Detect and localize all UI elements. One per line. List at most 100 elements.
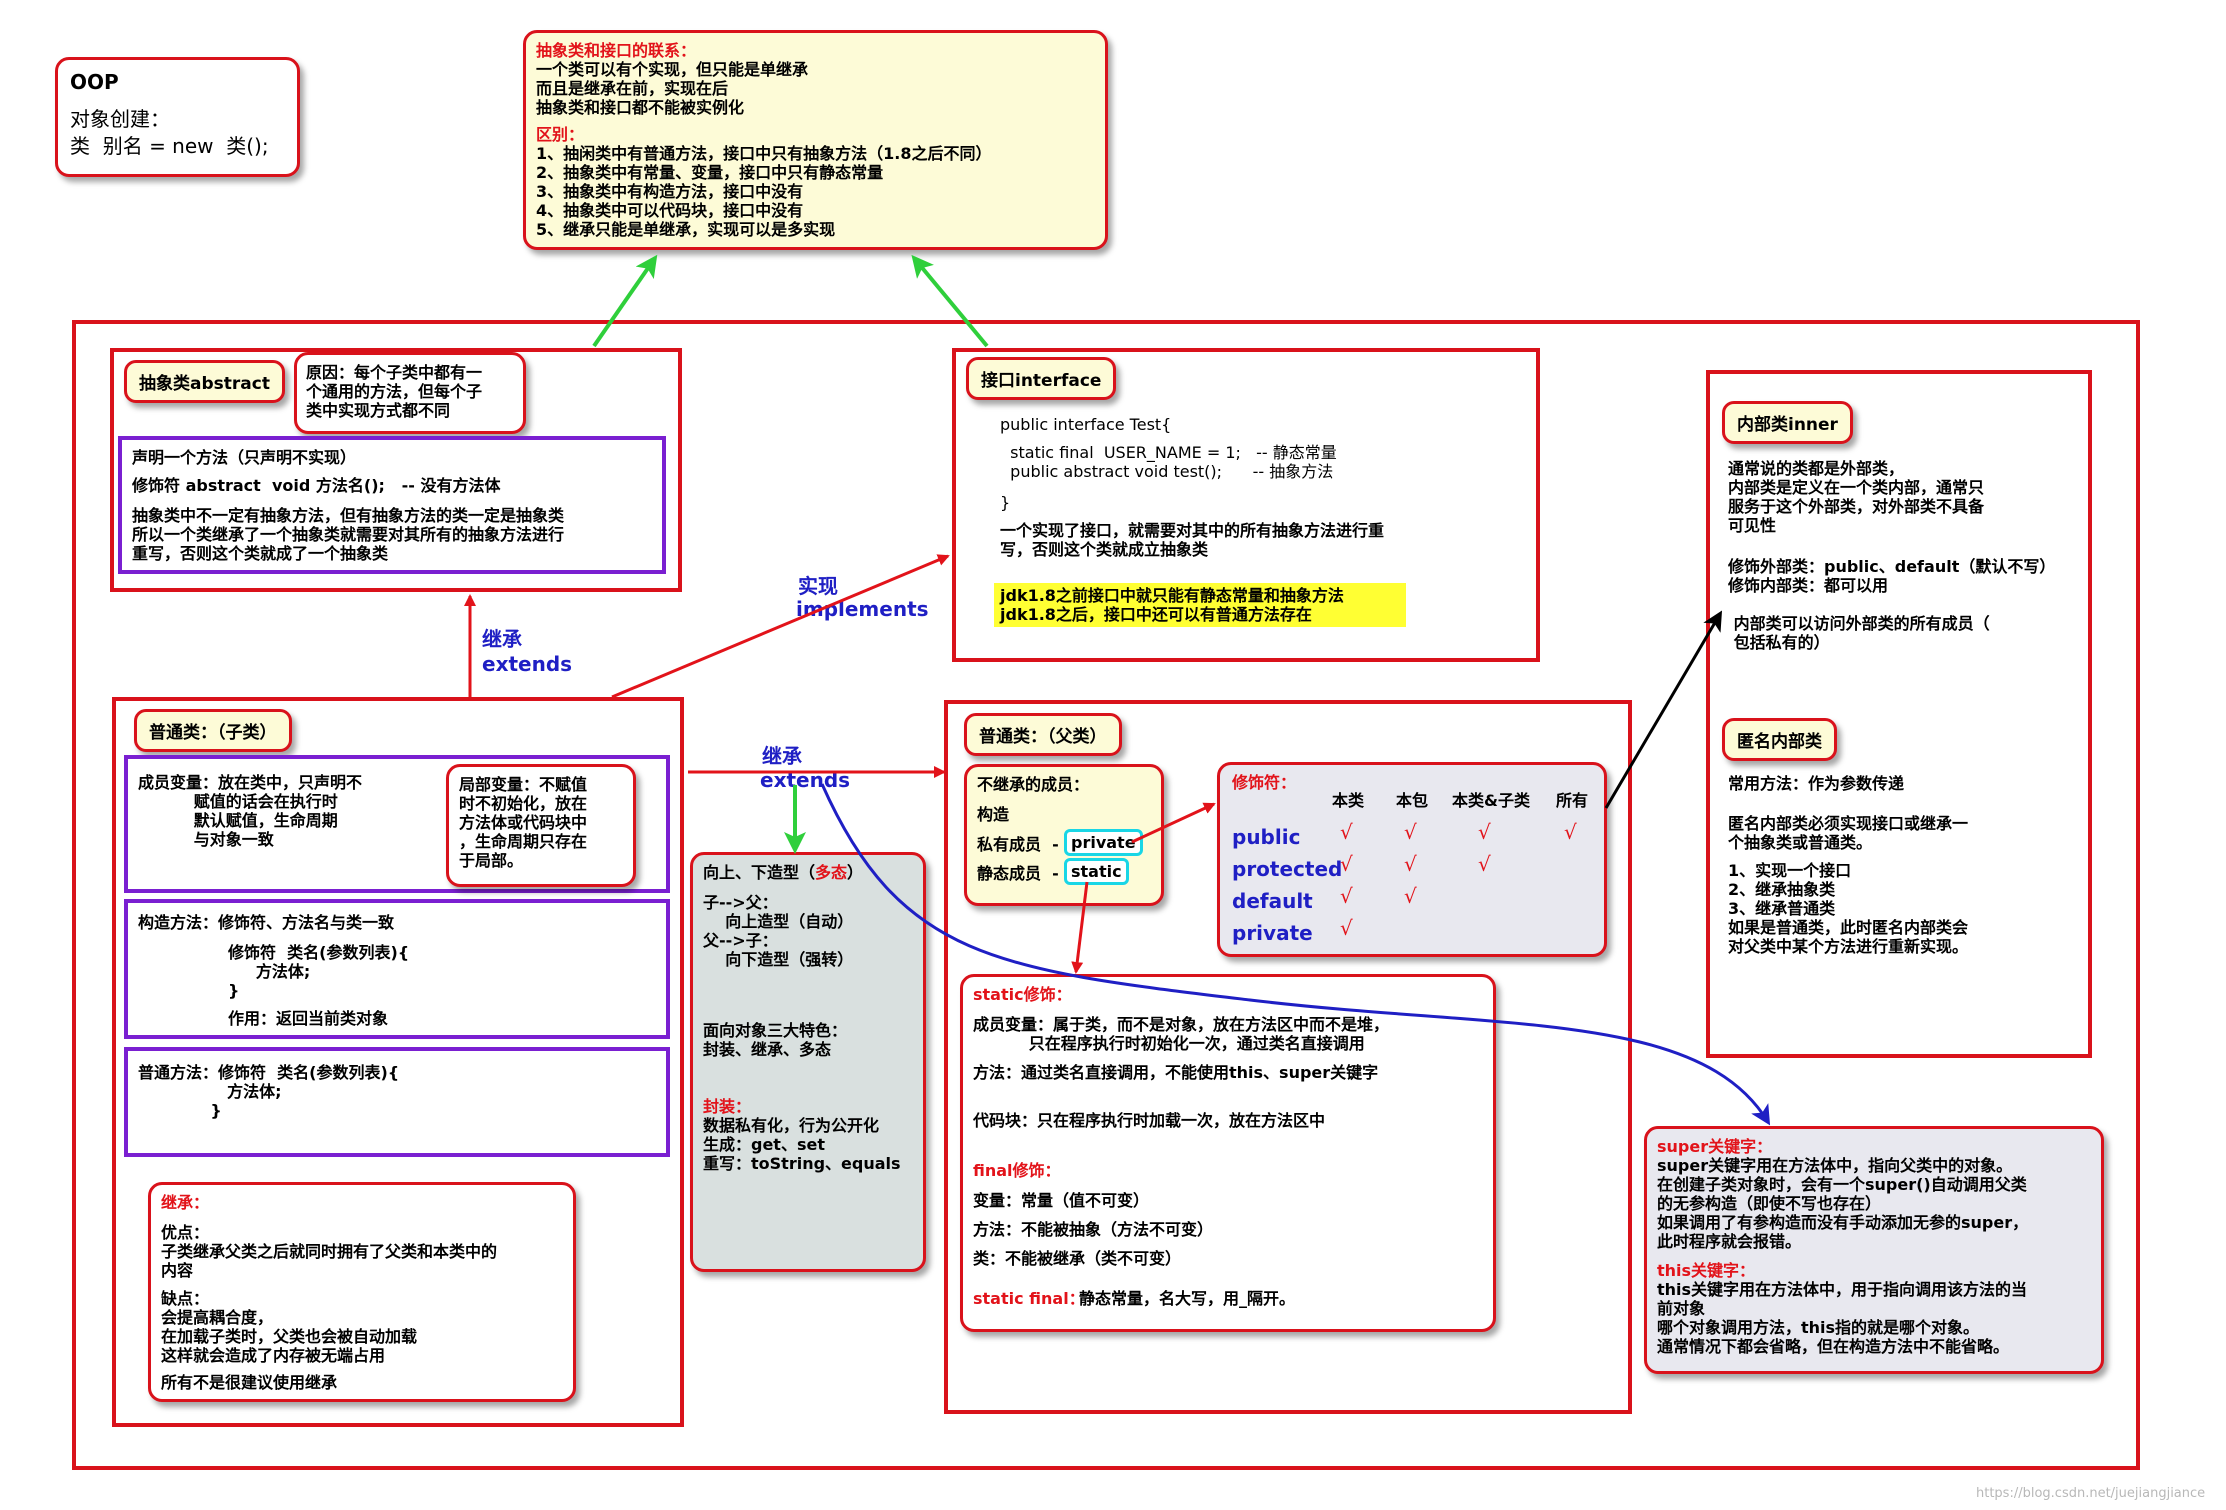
inner-frame (1706, 370, 2092, 1058)
abstract-decl: 声明一个方法（只声明不实现） (132, 448, 357, 467)
oop-box: OOP 对象创建： 类 别名 = new 类(); (55, 57, 300, 177)
arrow-child-implements-interface (611, 554, 950, 699)
poly-p2: 面向对象三大特色： 封装、继承、多态 (703, 1021, 848, 1059)
child-ctor2: 修饰符 类名(参数列表){ 方法体; } (228, 943, 410, 1000)
poly-enc-title: 封装： (703, 1097, 752, 1116)
arrow-interface-to-relation (911, 254, 989, 348)
abstract-syntax: 修饰符 abstract void 方法名(); -- 没有方法体 (132, 476, 501, 495)
modifier-default: default (1232, 889, 1313, 913)
oop-line2: 类 别名 = new 类(); (70, 134, 269, 158)
noinherit-ctor: 构造 (977, 805, 1010, 824)
inner-p2: 修饰外部类：public、default（默认不写） 修饰内部类：都可以用 (1728, 557, 2056, 595)
child-frame (112, 697, 684, 1427)
noinherit-private: 私有成员 - (977, 835, 1059, 854)
static-tag: static (1064, 858, 1129, 885)
interface-frame (952, 348, 1540, 662)
modifier-check: √ (1340, 884, 1353, 908)
inherit-title: 继承： (161, 1193, 210, 1212)
interface-code-close: } (1000, 493, 1011, 512)
abstract-reason-box: 原因：每个子类中都有一 个通用的方法，但每个子 类中实现方式都不同 (294, 352, 526, 434)
relation-diff-heading: 区别： (536, 125, 585, 144)
arrow-parent-to-inner (1604, 610, 1723, 809)
abstract-desc: 抽象类中不一定有抽象方法，但有抽象方法的类一定是抽象类 所以一个类继承了一个抽象… (132, 506, 565, 563)
inherit-conclusion: 所有不是很建议使用继承 (161, 1373, 338, 1392)
anon-a1: 常用方法：作为参数传递 (1728, 774, 1905, 793)
modifier-check: √ (1564, 820, 1577, 844)
final-f1: 变量：常量（值不可变） (973, 1191, 1150, 1210)
static-title: static修饰： (973, 985, 1072, 1004)
modifiers-box: 修饰符： 本类 本包 本类&子类 所有 public protected def… (1217, 762, 1607, 957)
modifiers-header-3: 本类&子类 (1452, 791, 1530, 810)
anon-a3: 1、实现一个接口 2、继承抽象类 3、继承普通类 如果是普通类，此时匿名内部类会… (1728, 861, 1969, 956)
inherit-box: 继承： 优点： 子类继承父类之后就同时拥有了父类和本类中的 内容 缺点： 会提高… (148, 1182, 576, 1402)
oop-title: OOP (70, 70, 119, 94)
child-ctor1: 构造方法：修饰符、方法名与类一致 (138, 913, 395, 932)
interface-title: 接口interface (966, 357, 1117, 400)
relation-box: 抽象类和接口的联系： 一个类可以有个实现，但只能是单继承 而且是继承在前，实现在… (523, 30, 1108, 250)
arrow-extends-to-super (820, 783, 1771, 1126)
modifiers-header-1: 本类 (1332, 791, 1365, 810)
static-box: static修饰： 成员变量：属于类，而不是对象，放在方法区中而不是堆， 只在程… (960, 974, 1496, 1332)
modifiers-header-2: 本包 (1396, 791, 1429, 810)
modifiers-header-4: 所有 (1556, 791, 1589, 810)
super-title: super关键字： (1657, 1137, 1773, 1156)
poly-box: 向上、下造型（多态） 子-->父： 向上造型（自动） 父-->子： 向下造型（强… (690, 852, 926, 1272)
poly-p3: 数据私有化，行为公开化 生成：get、set 重写：toString、equal… (703, 1116, 901, 1173)
interface-code-body: static final USER_NAME = 1; -- 静态常量 publ… (1010, 443, 1337, 481)
modifier-check: √ (1404, 820, 1417, 844)
relation-line-1: 一个类可以有个实现，但只能是单继承 (536, 60, 809, 79)
static-l1: 成员变量：属于类，而不是对象，放在方法区中而不是堆， 只在程序执行时初始化一次，… (973, 1015, 1390, 1053)
modifier-check: √ (1340, 820, 1353, 844)
abstract-title: 抽象类abstract (124, 360, 285, 403)
final-f3: 类：不能被继承（类不可变） (973, 1249, 1182, 1268)
super-text: super关键字用在方法体中，指向父类中的对象。 在创建子类对象时，会有一个su… (1657, 1156, 2029, 1251)
abstract-reason: 原因：每个子类中都有一 个通用的方法，但每个子 类中实现方式都不同 (306, 363, 483, 420)
this-title: this关键字： (1657, 1261, 1756, 1280)
static-final-text: 静态常量，名大写，用_隔开。 (1079, 1289, 1296, 1308)
child-local-box: 局部变量：不赋值 时不初始化，放在 方法体或代码块中 ，生命周期只存在 于局部。 (446, 764, 636, 887)
static-l2: 方法：通过类名直接调用，不能使用this、super关键字 (973, 1063, 1379, 1082)
abstract-method-box: 声明一个方法（只声明不实现） 修饰符 abstract void 方法名(); … (118, 436, 666, 574)
extends2-label-cn: 继承 (762, 744, 802, 768)
relation-diff-3: 3、抽象类中有构造方法，接口中没有 (536, 182, 804, 201)
extends-label-en: extends (482, 652, 573, 676)
main-frame (72, 320, 2140, 1470)
modifier-private: private (1232, 921, 1313, 945)
anon-a2: 匿名内部类必须实现接口或继承一 个抽象类或普通类。 (1728, 814, 1969, 852)
this-text: this关键字用在方法体中，用于指向调用该方法的当 前对象 哪个对象调用方法，t… (1657, 1280, 2028, 1356)
arrow-static-to-staticbox (1071, 881, 1089, 974)
noinherit-static: 静态成员 - (977, 864, 1059, 883)
modifier-check: √ (1340, 916, 1353, 940)
oop-line1: 对象创建： (70, 107, 170, 131)
relation-diff-4: 4、抽象类中可以代码块，接口中没有 (536, 201, 804, 220)
final-title: final修饰： (973, 1161, 1061, 1180)
private-tag: private (1064, 829, 1143, 856)
arrow-abstract-to-relation (592, 254, 658, 348)
relation-diff-5: 5、继承只能是单继承，实现可以是多实现 (536, 220, 836, 239)
keywords-box: super关键字： super关键字用在方法体中，指向父类中的对象。 在创建子类… (1644, 1126, 2104, 1374)
modifier-public: public (1232, 825, 1301, 849)
arrow-private-to-modifiers (1131, 802, 1216, 844)
modifier-check: √ (1478, 852, 1491, 876)
static-final-title: static final： (973, 1289, 1085, 1308)
interface-desc: 一个实现了接口，就需要对其中的所有抽象方法进行重 写，否则这个类就成立抽象类 (1000, 521, 1385, 559)
noinherit-title: 不继承的成员： (977, 775, 1090, 794)
implements-label-cn: 实现 (798, 574, 838, 598)
child-method: 普通方法：修饰符 类名(参数列表){ 方法体; } (138, 1063, 400, 1120)
interface-code-open: public interface Test{ (1000, 415, 1172, 434)
interface-note: jdk1.8之前接口中就只能有静态常量和抽象方法 jdk1.8之后，接口中还可以… (1000, 586, 1344, 624)
modifier-check: √ (1404, 852, 1417, 876)
child-title: 普通类：（子类） (134, 709, 292, 752)
modifier-protected: protected (1232, 857, 1343, 881)
parent-title: 普通类：（父类） (964, 713, 1122, 756)
final-f2: 方法：不能被抽象（方法不可变） (973, 1220, 1214, 1239)
poly-title-b: 多态 (815, 863, 848, 882)
inner-title: 内部类inner (1722, 401, 1853, 444)
relation-line-2: 而且是继承在前，实现在后 (536, 79, 729, 98)
watermark: https://blog.csdn.net/juejiangjiance (1976, 1486, 2206, 1501)
inner-p3: 内部类可以访问外部类的所有成员（ 包括私有的） (1733, 614, 1990, 652)
inner-p1: 通常说的类都是外部类， 内部类是定义在一个类内部，通常只 服务于这个外部类，对外… (1728, 459, 1985, 535)
relation-line-3: 抽象类和接口都不能被实例化 (536, 98, 745, 117)
child-method-box: 普通方法：修饰符 类名(参数列表){ 方法体; } (124, 1047, 670, 1157)
poly-title-c: ） (847, 863, 864, 882)
